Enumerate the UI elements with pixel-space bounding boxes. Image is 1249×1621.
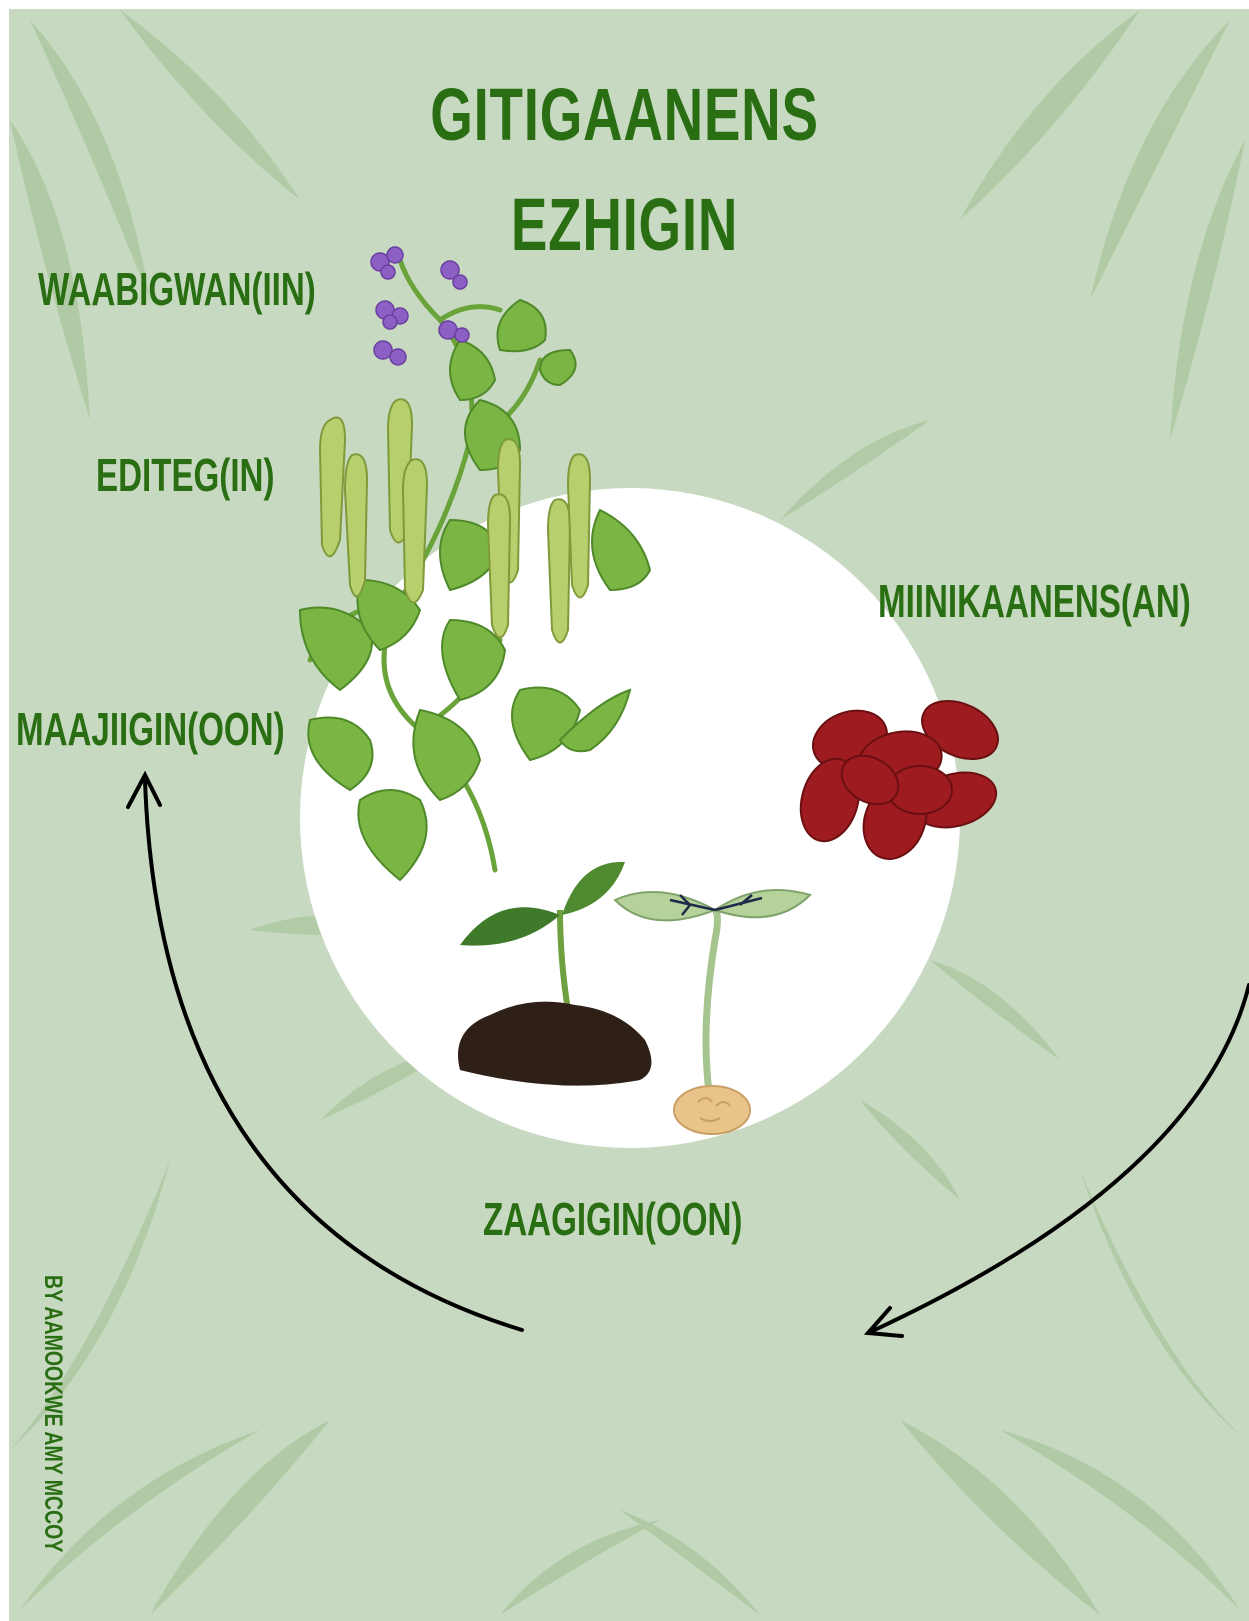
- label-pod: EDITEG(IN): [96, 452, 274, 498]
- label-flower: WAABIGWAN(IIN): [38, 266, 316, 312]
- label-seed: MIINIKAANENS(AN): [878, 578, 1191, 624]
- label-plant: MAAJIIGIN(OON): [16, 706, 285, 752]
- author-credit: BY AAMOOKWE AMY MCCOY: [40, 1275, 65, 1552]
- label-sprout: ZAAGIGIN(OON): [483, 1196, 742, 1242]
